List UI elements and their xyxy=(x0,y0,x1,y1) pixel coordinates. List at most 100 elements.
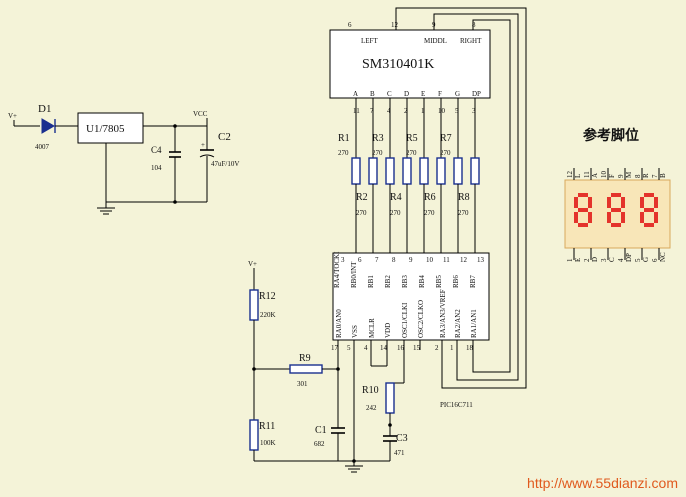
display-top-pin-8: 8 xyxy=(472,21,476,29)
vcc-label: VCC xyxy=(193,110,208,118)
resistor-r12 xyxy=(249,289,259,321)
pinout-bottom-letter-1: D xyxy=(591,257,599,262)
mcu-bottom-pin-16: 16 xyxy=(397,344,405,352)
regulator-label: U1/7805 xyxy=(86,123,125,135)
pinout-top-pin-7: 7 xyxy=(651,174,659,178)
segment-resistor-G xyxy=(453,157,463,185)
segment-6 xyxy=(588,212,592,223)
segment-2 xyxy=(611,223,621,227)
resistor-label-R7: R7 xyxy=(440,133,452,144)
segment-1 xyxy=(578,208,588,212)
led-display-body xyxy=(564,179,671,249)
display-sm310401k xyxy=(329,29,491,99)
pinout-bottom-pin-1: 1 xyxy=(566,258,574,262)
seven-segment-digit-2 xyxy=(640,193,658,227)
analog-vplus-label: V+ xyxy=(248,260,257,268)
seven-segment-digit-0 xyxy=(574,193,592,227)
segment-5 xyxy=(574,212,578,223)
pinout-bottom-letter-0: E xyxy=(574,258,582,262)
resistor-label-R2: R2 xyxy=(356,192,368,203)
segment-6 xyxy=(621,212,625,223)
pinout-title: 参考脚位 xyxy=(583,127,639,144)
segment-pin-3: 3 xyxy=(472,107,476,115)
mcu-top-pin-6: 6 xyxy=(358,256,362,264)
c4-value: 104 xyxy=(151,164,162,172)
mcu-bottom-pin-18: 18 xyxy=(466,344,474,352)
mcu-bottom-label-6: RA3/AN3/VREF xyxy=(439,289,447,338)
segment-pin-5: 5 xyxy=(455,107,459,115)
display-digit-label-1: MIDDL xyxy=(424,37,447,45)
r10-value: 242 xyxy=(366,404,377,412)
segment-3 xyxy=(607,197,611,208)
c2-polarity: + xyxy=(201,141,205,149)
mcu-bottom-label-7: RA2/AN2 xyxy=(454,309,462,338)
segment-pin-4: 4 xyxy=(387,107,391,115)
segment-pin-10: 10 xyxy=(438,107,446,115)
c2-label: C2 xyxy=(218,131,231,143)
vplus-label: V+ xyxy=(8,112,17,120)
segment-4 xyxy=(588,197,592,208)
mcu-bottom-label-4: OSC1/CLKI xyxy=(401,302,409,338)
segment-0 xyxy=(578,193,588,197)
mcu-top-label-4: RB3 xyxy=(401,275,409,288)
segment-resistor-A xyxy=(351,157,361,185)
pinout-bottom-pin-2: 2 xyxy=(583,258,591,262)
mcu-body xyxy=(332,252,490,341)
pinout-bottom-pin-6: 6 xyxy=(651,258,659,262)
r9-value: 301 xyxy=(297,380,308,388)
mcu-bottom-pin-5: 5 xyxy=(347,344,351,352)
c1-label: C1 xyxy=(315,425,327,436)
c1-value: 682 xyxy=(314,440,325,448)
resistor-value-R6: 270 xyxy=(424,209,435,217)
mcu-top-label-2: RB1 xyxy=(367,275,375,288)
display-name: SM310401K xyxy=(362,57,434,72)
diode-d1-symbol xyxy=(41,118,55,134)
mcu-top-label-0: RA4/TOCKI xyxy=(333,251,341,288)
c3-label: C3 xyxy=(396,433,408,444)
resistor-value-R4: 270 xyxy=(390,209,401,217)
r9-label: R9 xyxy=(299,353,311,364)
mcu-top-label-6: RB5 xyxy=(435,275,443,288)
segment-pin-11: 11 xyxy=(353,107,360,115)
segment-resistor-F xyxy=(436,157,446,185)
segment-letter-D: D xyxy=(404,90,409,98)
display-top-pin-12: 12 xyxy=(391,21,399,29)
mcu-top-pin-11: 11 xyxy=(443,256,450,264)
pinout-bottom-letter-2: C xyxy=(608,257,616,262)
segment-resistor-D xyxy=(402,157,412,185)
resistor-label-R4: R4 xyxy=(390,192,402,203)
regulator-7805 xyxy=(77,112,144,144)
mcu-bottom-pin-1: 1 xyxy=(450,344,454,352)
segment-0 xyxy=(644,193,654,197)
mcu-bottom-label-3: VDD xyxy=(384,323,392,338)
resistor-value-R8: 270 xyxy=(458,209,469,217)
segment-resistor-E xyxy=(419,157,429,185)
segment-letter-G: G xyxy=(455,90,460,98)
segment-0 xyxy=(611,193,621,197)
segment-letter-B: B xyxy=(370,90,375,98)
segment-letter-E: E xyxy=(421,90,425,98)
mcu-name: PIC16C711 xyxy=(440,401,473,409)
segment-4 xyxy=(654,197,658,208)
segment-pin-1: 1 xyxy=(421,107,425,115)
segment-1 xyxy=(644,208,654,212)
mcu-bottom-label-2: MCLR xyxy=(368,318,376,338)
resistor-value-R1: 270 xyxy=(338,149,349,157)
segment-letter-F: F xyxy=(438,90,442,98)
pinout-bottom-letter-3: DP xyxy=(625,253,633,262)
pinout-top-pin-9: 9 xyxy=(617,174,625,178)
mcu-bottom-pin-15: 15 xyxy=(413,344,421,352)
mcu-top-label-1: RB0/INT xyxy=(350,261,358,288)
mcu-bottom-pin-14: 14 xyxy=(380,344,388,352)
c2-value: 47uF/10V xyxy=(211,160,239,168)
resistor-r9 xyxy=(289,364,323,374)
pinout-bottom-pin-4: 4 xyxy=(617,258,625,262)
pinout-top-letter-3: M xyxy=(625,171,633,178)
segment-2 xyxy=(578,223,588,227)
segment-5 xyxy=(640,212,644,223)
mcu-top-label-7: RB6 xyxy=(452,275,460,288)
mcu-bottom-label-8: RA1/AN1 xyxy=(470,309,478,338)
